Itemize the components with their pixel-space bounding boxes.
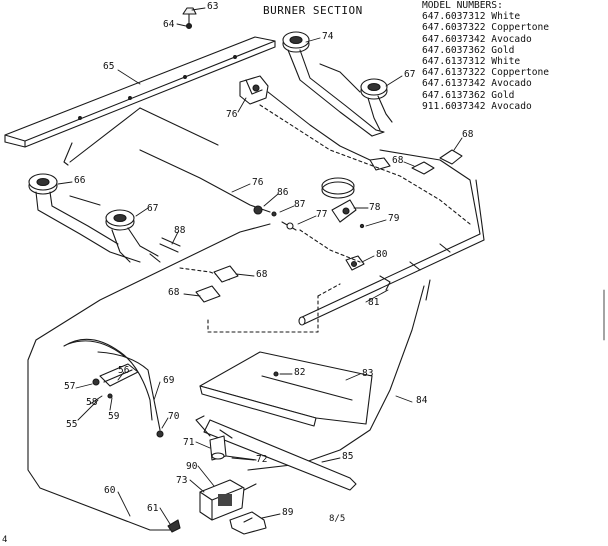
model-number-entry: 647.6037322 Coppertone: [422, 22, 550, 34]
model-number-entry: 647.6137312 White: [422, 56, 521, 68]
part-68-brackets-left: [195, 265, 239, 303]
part-89-clip: [229, 511, 267, 535]
callout-76: 76: [226, 109, 238, 120]
callout-72: 72: [256, 454, 268, 465]
part-67-burner-left-front: [105, 209, 161, 263]
callout-68: 68: [168, 287, 180, 298]
callout-67: 67: [404, 69, 416, 80]
callout-82: 82: [294, 367, 306, 378]
callout-90: 90: [186, 461, 198, 472]
diagram-title: BURNER SECTION: [263, 4, 363, 17]
callout-78: 78: [369, 202, 381, 213]
callout-69: 69: [163, 375, 175, 386]
callout-65: 65: [103, 61, 115, 72]
part-74-burner-right-rear: [282, 31, 385, 137]
page-number: 8/5: [329, 514, 346, 524]
part-73-oven-valve: [199, 479, 257, 521]
callout-63: 63: [207, 1, 219, 12]
part-67-burner-right-front: [319, 63, 393, 131]
callout-74: 74: [322, 31, 334, 42]
part-76-valve-upper: [239, 75, 371, 161]
part-83-oven-burner-plate: [199, 351, 373, 427]
callout-81: 81: [368, 297, 380, 308]
callout-66: 66: [74, 175, 86, 186]
callout-59: 59: [108, 411, 120, 422]
callout-71: 71: [183, 437, 195, 448]
callout-88: 88: [174, 225, 186, 236]
callout-68: 68: [462, 129, 474, 140]
callout-64: 64: [163, 19, 175, 30]
callout-57: 57: [64, 381, 76, 392]
model-number-entry: 647.6037342 Avocado: [422, 33, 532, 45]
model-number-entry: 647.6037362 Gold: [422, 44, 515, 56]
callout-85: 85: [342, 451, 354, 462]
callout-77: 77: [316, 209, 328, 220]
model-number-entry: 647.6137362 Gold: [422, 89, 515, 101]
model-number-entry: 647.6037312 White: [422, 11, 521, 23]
callout-87: 87: [294, 199, 306, 210]
callout-86: 86: [277, 187, 289, 198]
callout-55: 55: [66, 419, 78, 430]
part-76-wire: [139, 149, 297, 231]
part-85-oven-burner-tube: [195, 415, 357, 491]
part-66-burner-left-rear: [28, 173, 141, 263]
part-68-brackets-right: [369, 149, 463, 175]
callout-58: 58: [86, 397, 98, 408]
callout-68: 68: [256, 269, 268, 280]
callout-61: 61: [147, 503, 159, 514]
callout-73: 73: [176, 475, 188, 486]
callout-70: 70: [168, 411, 180, 422]
corner-mark: 4: [2, 535, 8, 545]
part-81-manifold: [298, 149, 485, 326]
model-numbers-heading: MODEL NUMBERS:: [422, 0, 503, 11]
part-78-thermostat: [321, 177, 365, 229]
part-70-orifice: [156, 419, 164, 438]
model-number-entry: 647.6137342 Avocado: [422, 78, 532, 90]
callout-79: 79: [388, 213, 400, 224]
callout-84: 84: [416, 395, 428, 406]
callout-89: 89: [282, 507, 294, 518]
part-71-valve: [209, 435, 257, 461]
callout-67: 67: [147, 203, 159, 214]
callout-80: 80: [376, 249, 388, 260]
model-number-entry: 647.6137322 Coppertone: [422, 67, 550, 79]
model-number-entry: 911.6037342 Avocado: [422, 100, 532, 112]
part-80-fitting: [345, 255, 365, 271]
leader-lines: [57, 7, 463, 525]
callout-60: 60: [104, 485, 116, 496]
part-88-tube: [159, 237, 181, 253]
callout-76: 76: [252, 177, 264, 188]
callout-68: 68: [392, 155, 404, 166]
part-61-fitting: [167, 519, 181, 533]
part-56-thermostat-bracket: [63, 338, 159, 421]
callout-83: 83: [362, 368, 374, 379]
part-65-top-bracket: [4, 36, 276, 166]
callout-56: 56: [118, 365, 130, 376]
